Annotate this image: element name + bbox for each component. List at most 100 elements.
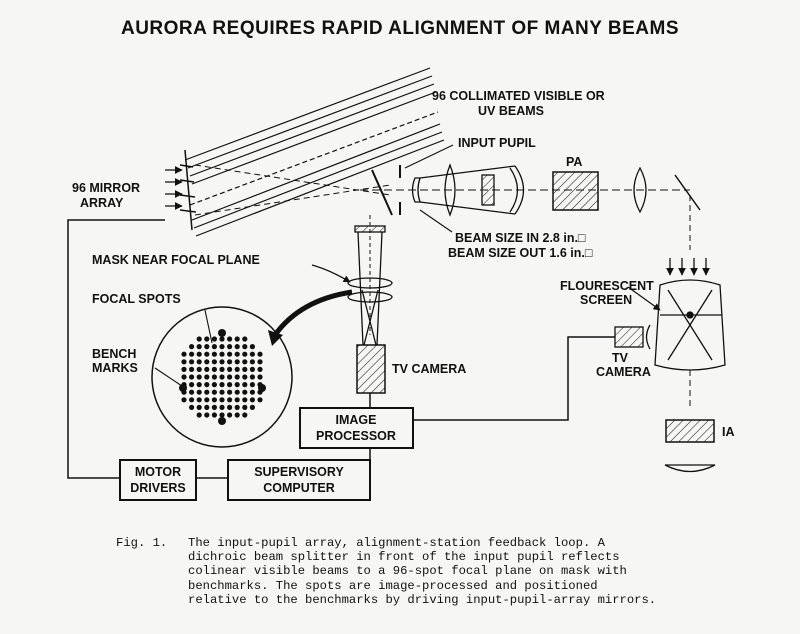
focal-spot — [204, 382, 210, 388]
focal-spot — [227, 336, 233, 342]
focal-spot — [219, 404, 225, 410]
focal-spot — [219, 351, 225, 357]
focal-spot — [242, 359, 248, 365]
beam-size-pointer — [419, 209, 453, 233]
image-processor-label-2: PROCESSOR — [316, 429, 396, 443]
bench-marks-pointer — [154, 367, 183, 387]
focal-spot — [211, 397, 217, 403]
tv-camera-left-label: TV CAMERA — [392, 362, 466, 376]
figure-caption: Fig. 1. The input-pupil array, alignment… — [116, 536, 756, 607]
focal-spot — [189, 351, 195, 357]
focal-spot — [189, 374, 195, 380]
focal-spot — [249, 351, 255, 357]
focal-spot — [196, 336, 202, 342]
focal-spot — [242, 366, 248, 372]
beam-size-out-label: BEAM SIZE OUT 1.6 in.□ — [448, 246, 593, 260]
fluorescent-screen-pointer — [627, 286, 661, 311]
focal-spot — [242, 344, 248, 350]
focal-spot — [234, 382, 240, 388]
focal-spot — [196, 366, 202, 372]
focal-spot — [189, 389, 195, 395]
focal-spot — [257, 397, 263, 403]
focal-spot — [242, 412, 248, 418]
focal-spot — [249, 374, 255, 380]
image-processor-label-1: IMAGE — [336, 413, 377, 427]
focal-spot — [234, 359, 240, 365]
focal-spot — [211, 359, 217, 365]
lens-train — [411, 163, 525, 217]
magnify-arrow — [272, 289, 353, 337]
focal-spot — [227, 397, 233, 403]
focal-spot — [234, 404, 240, 410]
focal-spot — [234, 412, 240, 418]
caption-label: Fig. 1. — [116, 536, 168, 550]
focal-spot — [249, 359, 255, 365]
focal-spot — [204, 351, 210, 357]
image-processor-box: IMAGE PROCESSOR — [299, 407, 414, 449]
focal-spot — [196, 412, 202, 418]
focal-spot — [219, 359, 225, 365]
focal-spot — [227, 351, 233, 357]
focal-spot — [227, 382, 233, 388]
tv-camera-right-label-1: TV — [612, 351, 629, 365]
focal-spot — [189, 359, 195, 365]
mirror-array-label-2: ARRAY — [80, 196, 124, 210]
fluorescent-label-2: SCREEN — [580, 293, 632, 307]
focal-spots-label: FOCAL SPOTS — [92, 292, 181, 306]
focal-spot — [219, 397, 225, 403]
mirror-array-label-1: 96 MIRROR — [72, 181, 140, 195]
supervisory-computer-label-2: COMPUTER — [263, 481, 335, 495]
mirror-array — [179, 149, 197, 231]
focal-spot — [211, 404, 217, 410]
focal-spot — [181, 359, 187, 365]
focal-spot — [242, 382, 248, 388]
input-pupil-pointer — [404, 144, 454, 169]
focal-spots-pointer — [204, 309, 213, 344]
focal-spot — [189, 366, 195, 372]
focal-spot — [211, 366, 217, 372]
focal-spot — [242, 374, 248, 380]
focal-spot — [227, 374, 233, 380]
focal-spot — [249, 404, 255, 410]
output-lens — [633, 166, 647, 214]
mask-label: MASK NEAR FOCAL PLANE — [92, 253, 260, 267]
focal-spot — [211, 374, 217, 380]
focal-spot — [249, 344, 255, 350]
focal-spot — [242, 336, 248, 342]
focal-spot — [181, 374, 187, 380]
focal-spot — [249, 397, 255, 403]
focal-spot — [211, 412, 217, 418]
motor-drivers-box: MOTOR DRIVERS — [119, 459, 197, 501]
focal-spot — [219, 336, 225, 342]
pa-amplifier — [552, 171, 599, 211]
focal-spot — [219, 389, 225, 395]
focal-spot — [234, 351, 240, 357]
focal-spot — [257, 366, 263, 372]
focal-spot — [204, 359, 210, 365]
focal-spot — [189, 397, 195, 403]
focal-spot — [196, 397, 202, 403]
focal-spot — [227, 389, 233, 395]
input-pupil-label: INPUT PUPIL — [458, 136, 536, 150]
focal-spot — [204, 389, 210, 395]
focal-spot — [257, 351, 263, 357]
bench-marks-label-1: BENCH — [92, 347, 136, 361]
focal-spot — [227, 359, 233, 365]
caption-text: The input-pupil array, alignment-station… — [188, 536, 657, 607]
focal-spot — [211, 336, 217, 342]
focal-spot — [227, 344, 233, 350]
focal-spot — [227, 412, 233, 418]
beams-label-2: UV BEAMS — [478, 104, 544, 118]
diagram-title: AURORA REQUIRES RAPID ALIGNMENT OF MANY … — [120, 18, 680, 39]
focal-spot — [196, 351, 202, 357]
focal-spot — [234, 366, 240, 372]
focal-spot — [234, 389, 240, 395]
reflected-beams — [194, 164, 391, 216]
bench-marks — [179, 329, 266, 425]
focal-spot — [219, 382, 225, 388]
focal-spot — [204, 374, 210, 380]
mask-pointer — [311, 264, 351, 283]
bottom-lens — [664, 464, 716, 473]
focal-spot — [242, 404, 248, 410]
